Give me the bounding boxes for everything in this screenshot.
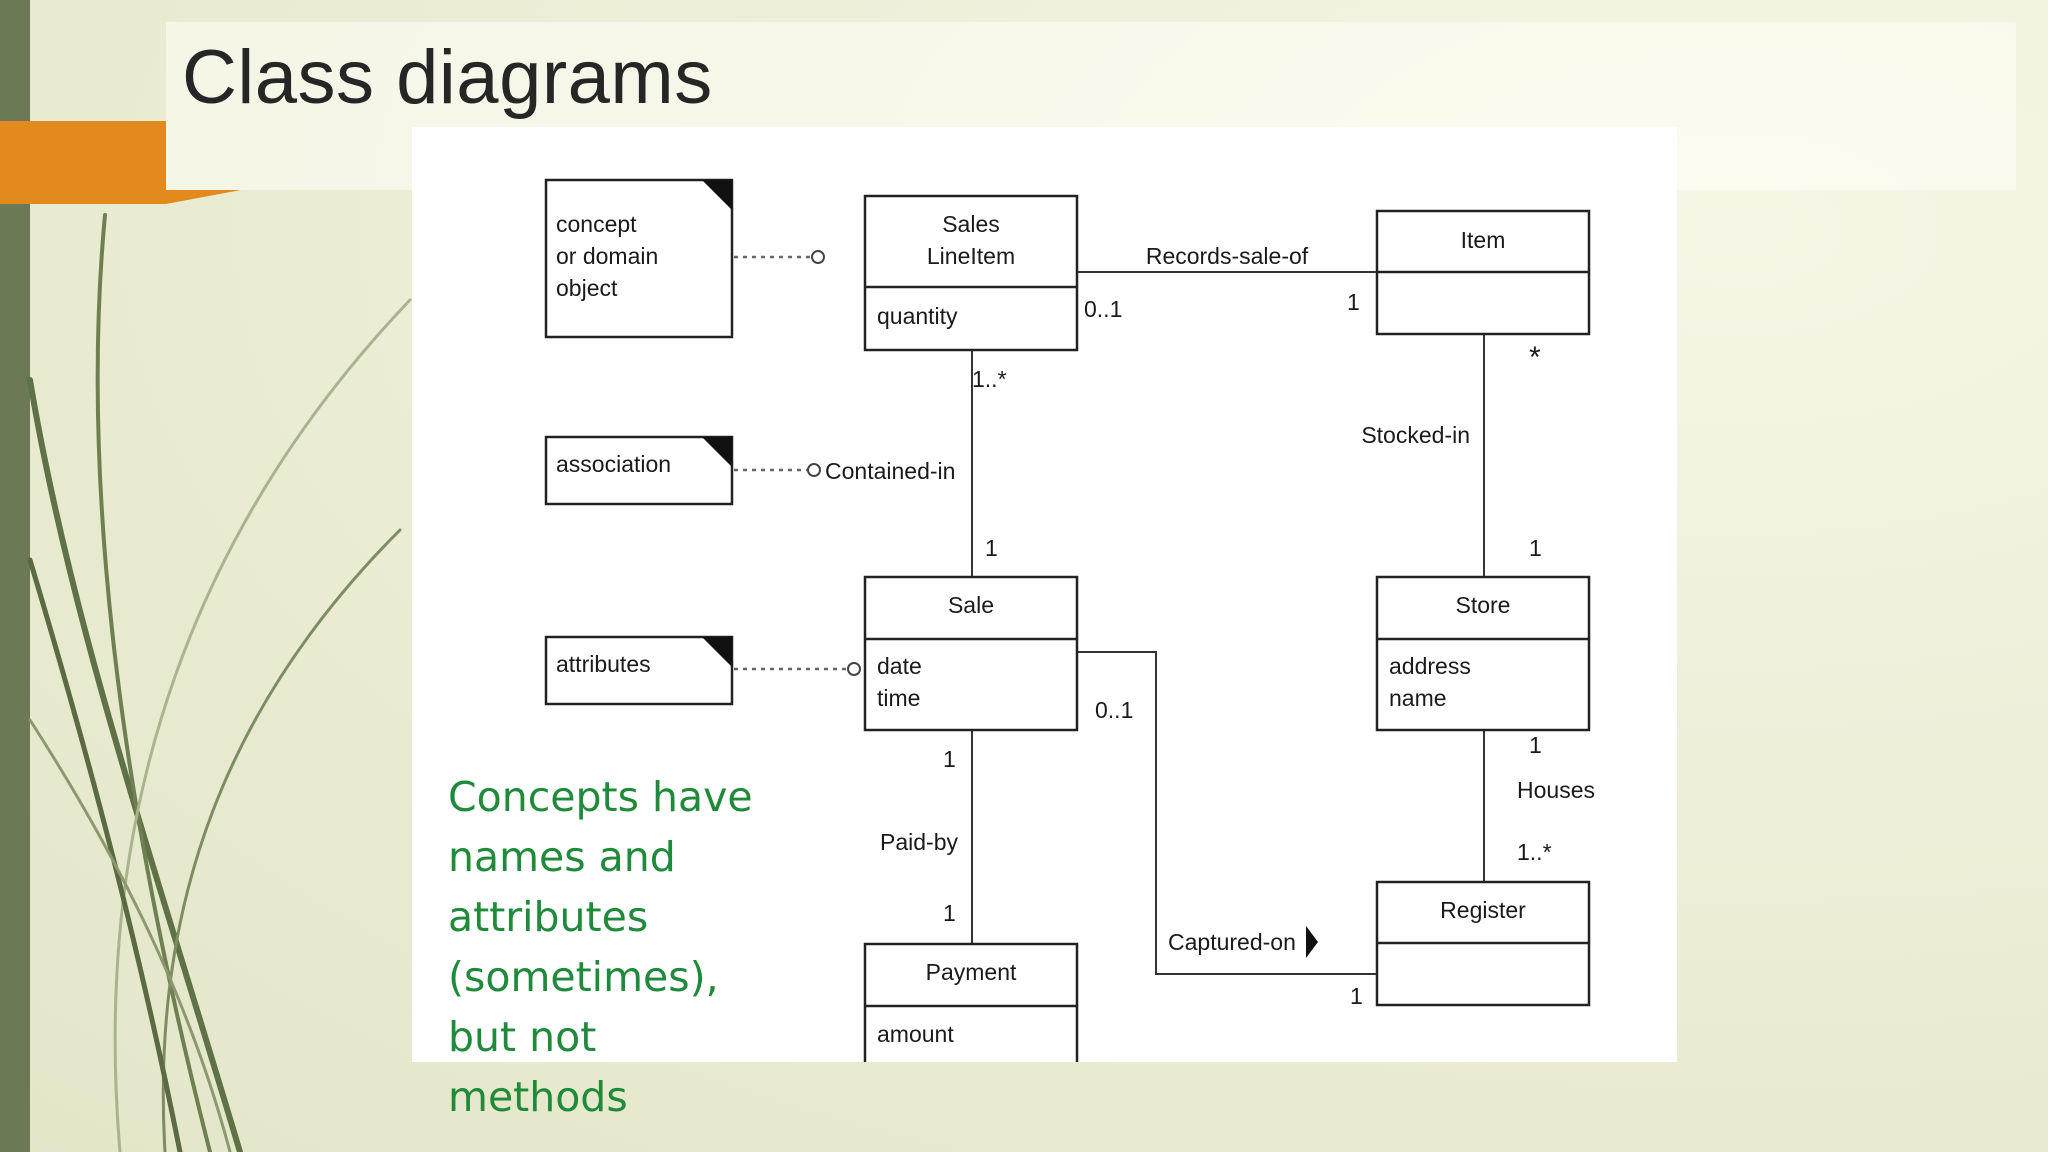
label-paid-by: Paid-by <box>880 829 958 855</box>
connector-end-circle <box>811 250 825 264</box>
note-concept: concept or domain object <box>544 178 734 339</box>
attr-date: date <box>877 653 922 679</box>
mult-captured-on-a: 0..1 <box>1095 697 1133 723</box>
mult-stocked-in-b: 1 <box>1529 535 1542 561</box>
mult-records-sale-of-b: 1 <box>1347 289 1360 315</box>
class-sales-line-item-box <box>863 194 1079 352</box>
note-concept-line-3: object <box>556 275 618 301</box>
class-store-box <box>1375 575 1591 732</box>
slide-title: Class diagrams <box>182 35 713 120</box>
mult-paid-by-b: 1 <box>943 900 956 926</box>
orange-accent-tip <box>166 190 241 204</box>
mult-captured-on-b: 1 <box>1350 983 1363 1009</box>
note-attributes-label: attributes <box>556 651 651 677</box>
orange-accent-tab <box>0 121 166 204</box>
captured-on-line <box>1077 651 1377 975</box>
mult-houses-a: 1 <box>1529 732 1542 758</box>
class-sale-box <box>863 575 1079 732</box>
label-contained-in: Contained-in <box>825 458 955 484</box>
note-concept-line-1: concept <box>556 211 637 237</box>
attr-time: time <box>877 685 920 711</box>
class-payment-name: Payment <box>926 959 1017 985</box>
label-stocked-in: Stocked-in <box>1361 422 1470 448</box>
attr-address: address <box>1389 653 1471 679</box>
note-concept-line-2: or domain <box>556 243 658 269</box>
label-houses: Houses <box>1517 777 1595 803</box>
class-item-name: Item <box>1461 227 1506 253</box>
mult-houses-b: 1..* <box>1517 839 1552 865</box>
note-attributes: attributes <box>544 635 734 706</box>
mult-contained-in-a: 1..* <box>972 366 1007 392</box>
note-association-label: association <box>556 451 671 477</box>
connector-end-circle <box>807 463 821 477</box>
class-diagram-figure: concept or domain object association att… <box>412 127 1677 1121</box>
connector-end-circle <box>847 662 861 676</box>
class-sale-name: Sale <box>948 592 994 618</box>
attr-amount: amount <box>877 1021 954 1047</box>
label-records-sale-of: Records-sale-of <box>1146 243 1309 269</box>
note-association: association <box>544 435 734 506</box>
slide-caption: Concepts have names and attributes (some… <box>448 773 753 1121</box>
uml-class-diagram: concept or domain object association att… <box>544 178 1595 1062</box>
class-sales-line-item-name-1: Sales <box>942 211 1000 237</box>
class-payment-box <box>863 942 1079 1062</box>
mult-paid-by-a: 1 <box>943 746 956 772</box>
direction-arrow-icon <box>1306 926 1318 958</box>
attr-quantity: quantity <box>877 303 958 329</box>
class-sales-line-item-name-2: LineItem <box>927 243 1015 269</box>
class-register-name: Register <box>1440 897 1526 923</box>
grass-decoration <box>27 213 412 1152</box>
attr-name: name <box>1389 685 1447 711</box>
mult-records-sale-of-a: 0..1 <box>1084 296 1122 322</box>
label-captured-on: Captured-on <box>1168 929 1296 955</box>
mult-stocked-in-a: * <box>1529 341 1541 374</box>
class-store-name: Store <box>1456 592 1511 618</box>
mult-contained-in-b: 1 <box>985 535 998 561</box>
